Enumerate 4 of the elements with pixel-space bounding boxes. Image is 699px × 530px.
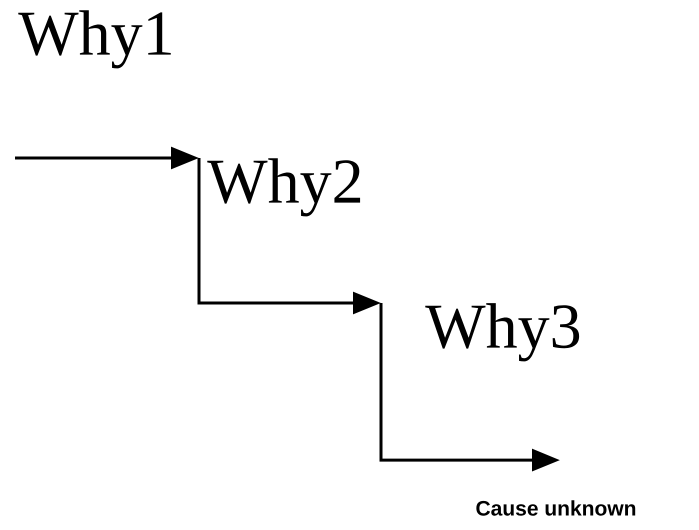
why-label: Why1 — [18, 10, 171, 68]
why-label: Why2 — [207, 158, 360, 216]
why-label: Why3 — [425, 303, 580, 362]
why-label: Cause unknown — [476, 500, 636, 516]
